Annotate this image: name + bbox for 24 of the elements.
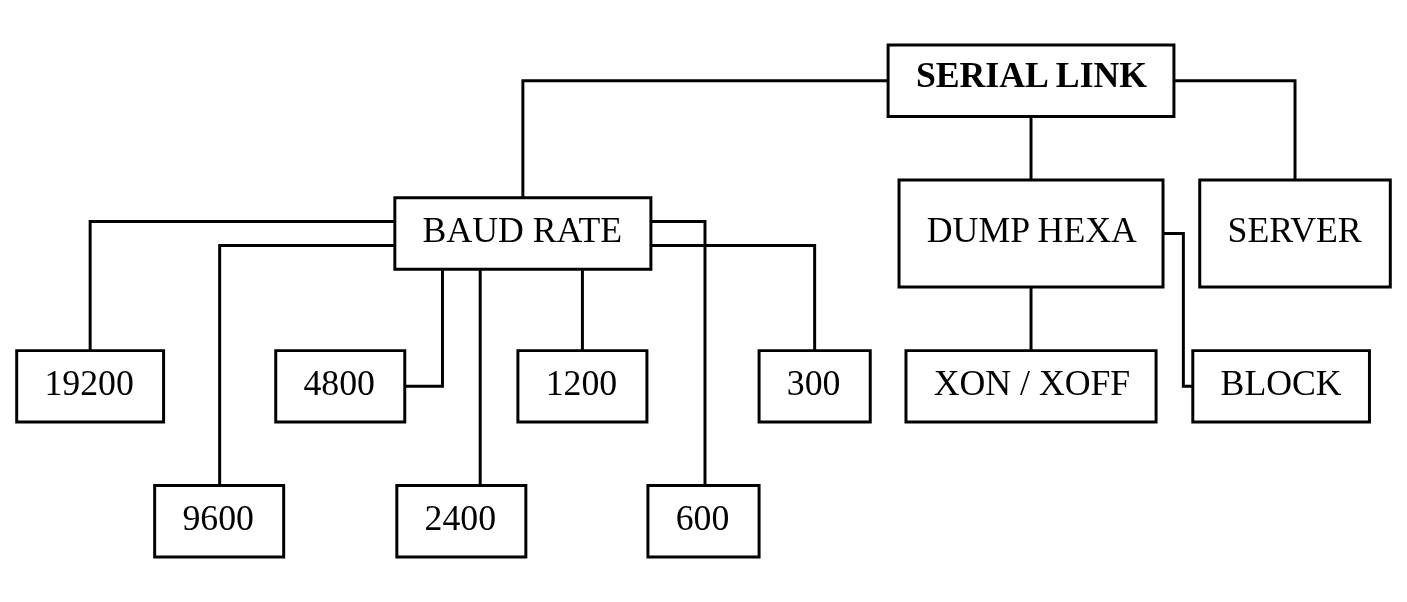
- node-box: 2400: [395, 484, 528, 559]
- connector: [1029, 287, 1033, 350]
- connector: [651, 243, 817, 351]
- connector: [651, 220, 707, 486]
- node-box: SERIAL LINK: [886, 43, 1176, 118]
- node-box: 19200: [15, 349, 166, 424]
- connector: [580, 269, 584, 351]
- node-box: SERVER: [1198, 178, 1392, 289]
- connector: [1029, 116, 1033, 180]
- node-box: 9600: [153, 484, 286, 559]
- node-box: 4800: [274, 349, 407, 424]
- node-box: 600: [646, 484, 761, 559]
- connector: [218, 243, 395, 486]
- node-box: DUMP HEXA: [897, 178, 1165, 289]
- node-box: BLOCK: [1191, 349, 1371, 424]
- node-box: XON / XOFF: [904, 349, 1158, 424]
- connector: [478, 269, 482, 485]
- node-box: BAUD RATE: [393, 196, 653, 271]
- connector: [88, 220, 395, 351]
- node-box: 300: [757, 349, 872, 424]
- connector: [521, 79, 888, 198]
- node-box: 1200: [516, 349, 649, 424]
- connector: [1174, 79, 1297, 180]
- connector: [405, 269, 444, 388]
